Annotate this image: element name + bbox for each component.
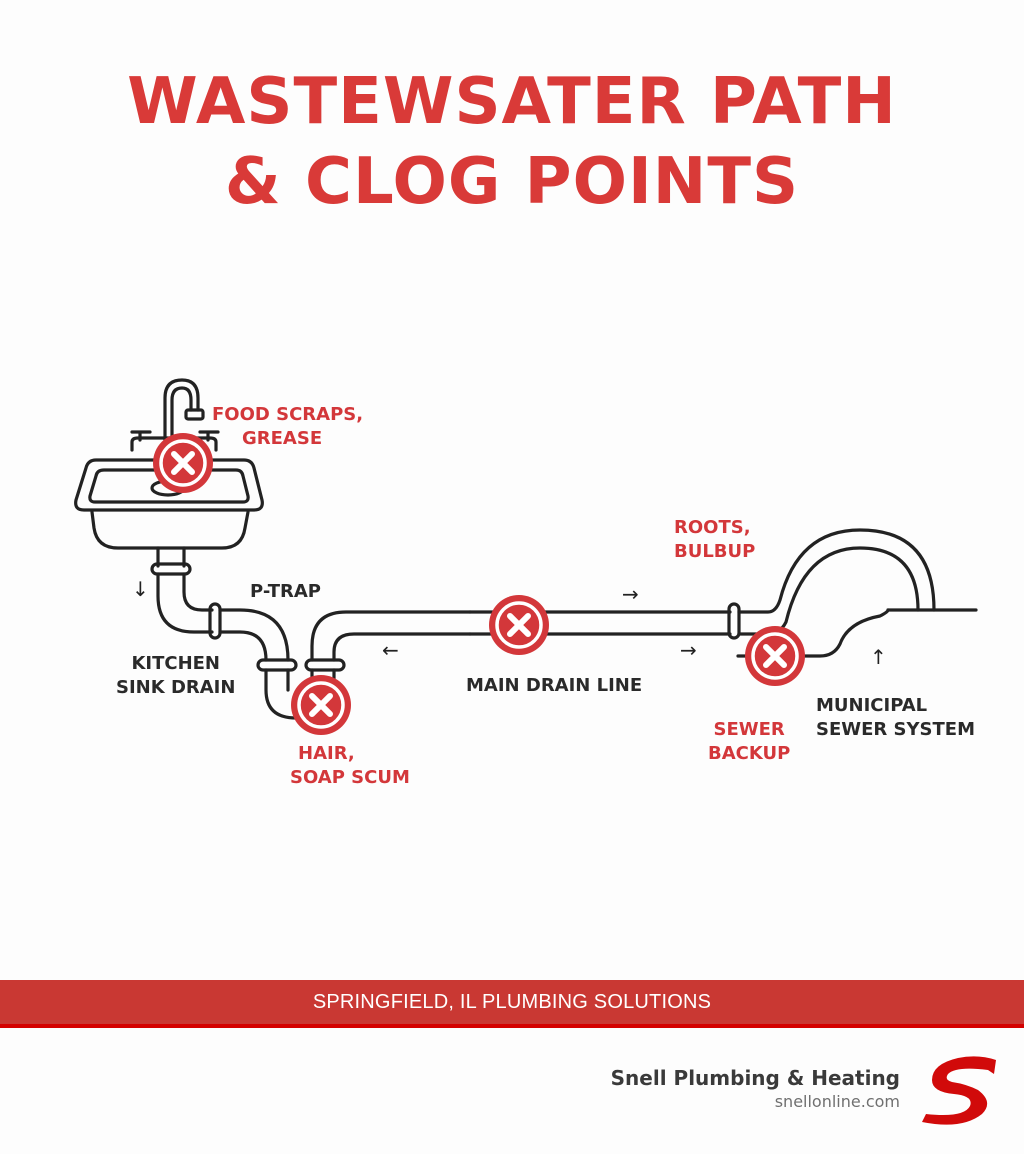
clog-label-line: GREASE <box>242 428 323 449</box>
brand-name: Snell Plumbing & Heating <box>610 1066 900 1090</box>
kitchen-sink-icon <box>74 458 264 550</box>
clog-label-sewer-backup: SEWER BACKUP <box>708 718 790 766</box>
clog-label-line: HAIR, <box>298 743 355 764</box>
clog-label-roots: ROOTS, BULBUP <box>674 516 755 564</box>
label-line: SEWER SYSTEM <box>816 719 975 740</box>
clog-label-line: FOOD SCRAPS, <box>212 404 364 425</box>
clog-marker-sewer-icon <box>745 626 805 686</box>
flow-arrow-left: ← <box>382 638 399 662</box>
snell-logo-icon <box>922 1056 996 1125</box>
label-line: MUNICIPAL <box>816 695 928 716</box>
clog-label-hair: HAIR, SOAP SCUM <box>290 742 410 790</box>
clog-label-line: BULBUP <box>674 541 756 562</box>
wastewater-diagram: ↓ ← → → ↑ <box>74 378 978 960</box>
clog-marker-main-icon <box>489 595 549 655</box>
clog-marker-sink-icon <box>153 433 213 493</box>
flow-arrow-down: ↓ <box>132 577 149 601</box>
flow-arrow-right-upper: → <box>622 582 639 606</box>
brand-url[interactable]: snellonline.com <box>774 1092 900 1111</box>
clog-label-line: SEWER <box>713 719 785 740</box>
municipal-sewer-label: MUNICIPAL SEWER SYSTEM <box>816 694 975 742</box>
clog-marker-trap-icon <box>291 675 351 735</box>
label-line: SINK DRAIN <box>116 677 236 698</box>
kitchen-sink-drain-label: KITCHEN SINK DRAIN <box>116 652 235 700</box>
banner-text: SPRINGFIELD, IL PLUMBING SOLUTIONS <box>312 990 712 1013</box>
flow-arrow-right-lower: → <box>680 638 697 662</box>
page-title-line-2: & CLOG POINTS <box>224 145 800 219</box>
main-drain-line-label: MAIN DRAIN LINE <box>466 675 643 696</box>
clog-label-line: BACKUP <box>708 743 791 764</box>
sink-drain-pipe <box>150 546 472 720</box>
ptrap-label: P-TRAP <box>250 581 321 602</box>
label-line: KITCHEN <box>131 653 220 674</box>
clog-label-line: SOAP SCUM <box>290 767 410 788</box>
flow-arrow-up: ↑ <box>870 645 887 669</box>
page-title-line-1: WASTEWSATER PATH <box>127 65 897 139</box>
clog-label-line: ROOTS, <box>674 517 751 538</box>
location-banner: SPRINGFIELD, IL PLUMBING SOLUTIONS <box>0 980 1024 1028</box>
clog-label-food-scraps: FOOD SCRAPS, GREASE <box>212 403 363 451</box>
